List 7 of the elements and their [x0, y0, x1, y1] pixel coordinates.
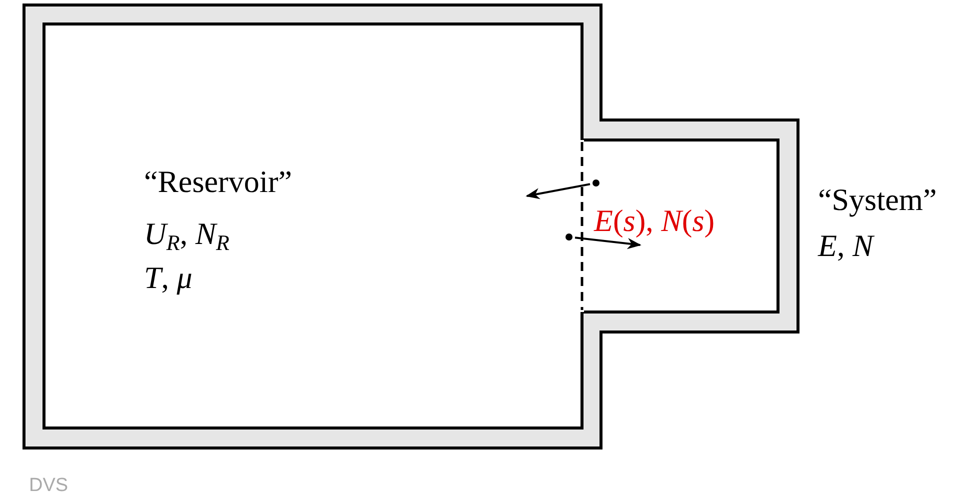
formula-label: E, N [818, 228, 874, 264]
region-title: “Reservoir” [144, 164, 292, 200]
formula-label: U$_{R}$, N$_{R}$ [144, 216, 230, 252]
region-title: “System” [818, 182, 937, 218]
formula-label: E(s), N(s) [594, 203, 715, 239]
author-initials: DVS [29, 475, 68, 497]
formula-label: T, μ [144, 260, 192, 296]
